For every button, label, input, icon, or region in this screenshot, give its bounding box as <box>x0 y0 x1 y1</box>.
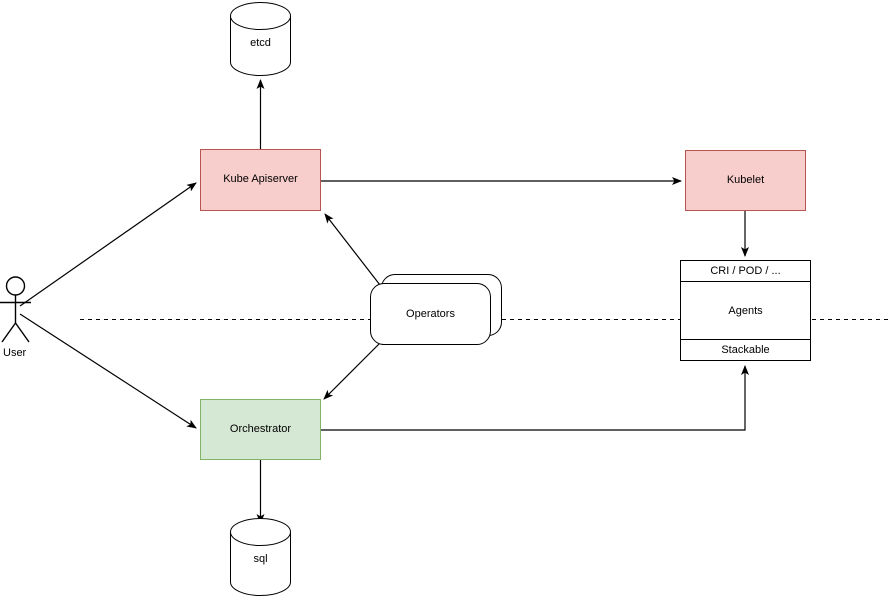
node-orchestrator[interactable]: Orchestrator <box>200 399 321 460</box>
node-etcd[interactable]: etcd <box>230 2 291 76</box>
node-agents-main-label: Agents <box>728 304 763 317</box>
node-operators[interactable]: Operators <box>370 283 491 345</box>
node-user[interactable] <box>0 275 50 347</box>
node-agents[interactable]: CRI / POD / ... Agents Stackable <box>680 260 811 361</box>
node-agents-cri-section[interactable]: CRI / POD / ... <box>681 261 810 282</box>
node-kubelet-label: Kubelet <box>726 173 765 186</box>
node-agents-cri-label: CRI / POD / ... <box>710 265 781 277</box>
node-agents-stackable-label: Stackable <box>721 344 770 356</box>
edge-operators-to-orchestrator <box>323 342 381 400</box>
node-sql-label: sql <box>253 553 268 565</box>
edge-orchestrator-to-stackable <box>321 365 749 431</box>
node-etcd-label: etcd <box>250 37 271 49</box>
node-agents-main-section[interactable]: Agents <box>681 282 810 339</box>
node-sql[interactable]: sql <box>230 518 291 598</box>
node-agents-stackable-section[interactable]: Stackable <box>681 339 810 360</box>
node-kube-apiserver-label: Kube Apiserver <box>223 173 298 186</box>
node-kubelet[interactable]: Kubelet <box>685 150 806 211</box>
user-head-icon <box>5 276 26 296</box>
node-user-label: User <box>3 347 27 359</box>
node-operators-label: Operators <box>406 308 455 320</box>
node-kube-apiserver[interactable]: Kube Apiserver <box>200 149 321 211</box>
node-orchestrator-label: Orchestrator <box>229 422 292 435</box>
edge-operators-to-kube-apiserver <box>324 213 381 286</box>
